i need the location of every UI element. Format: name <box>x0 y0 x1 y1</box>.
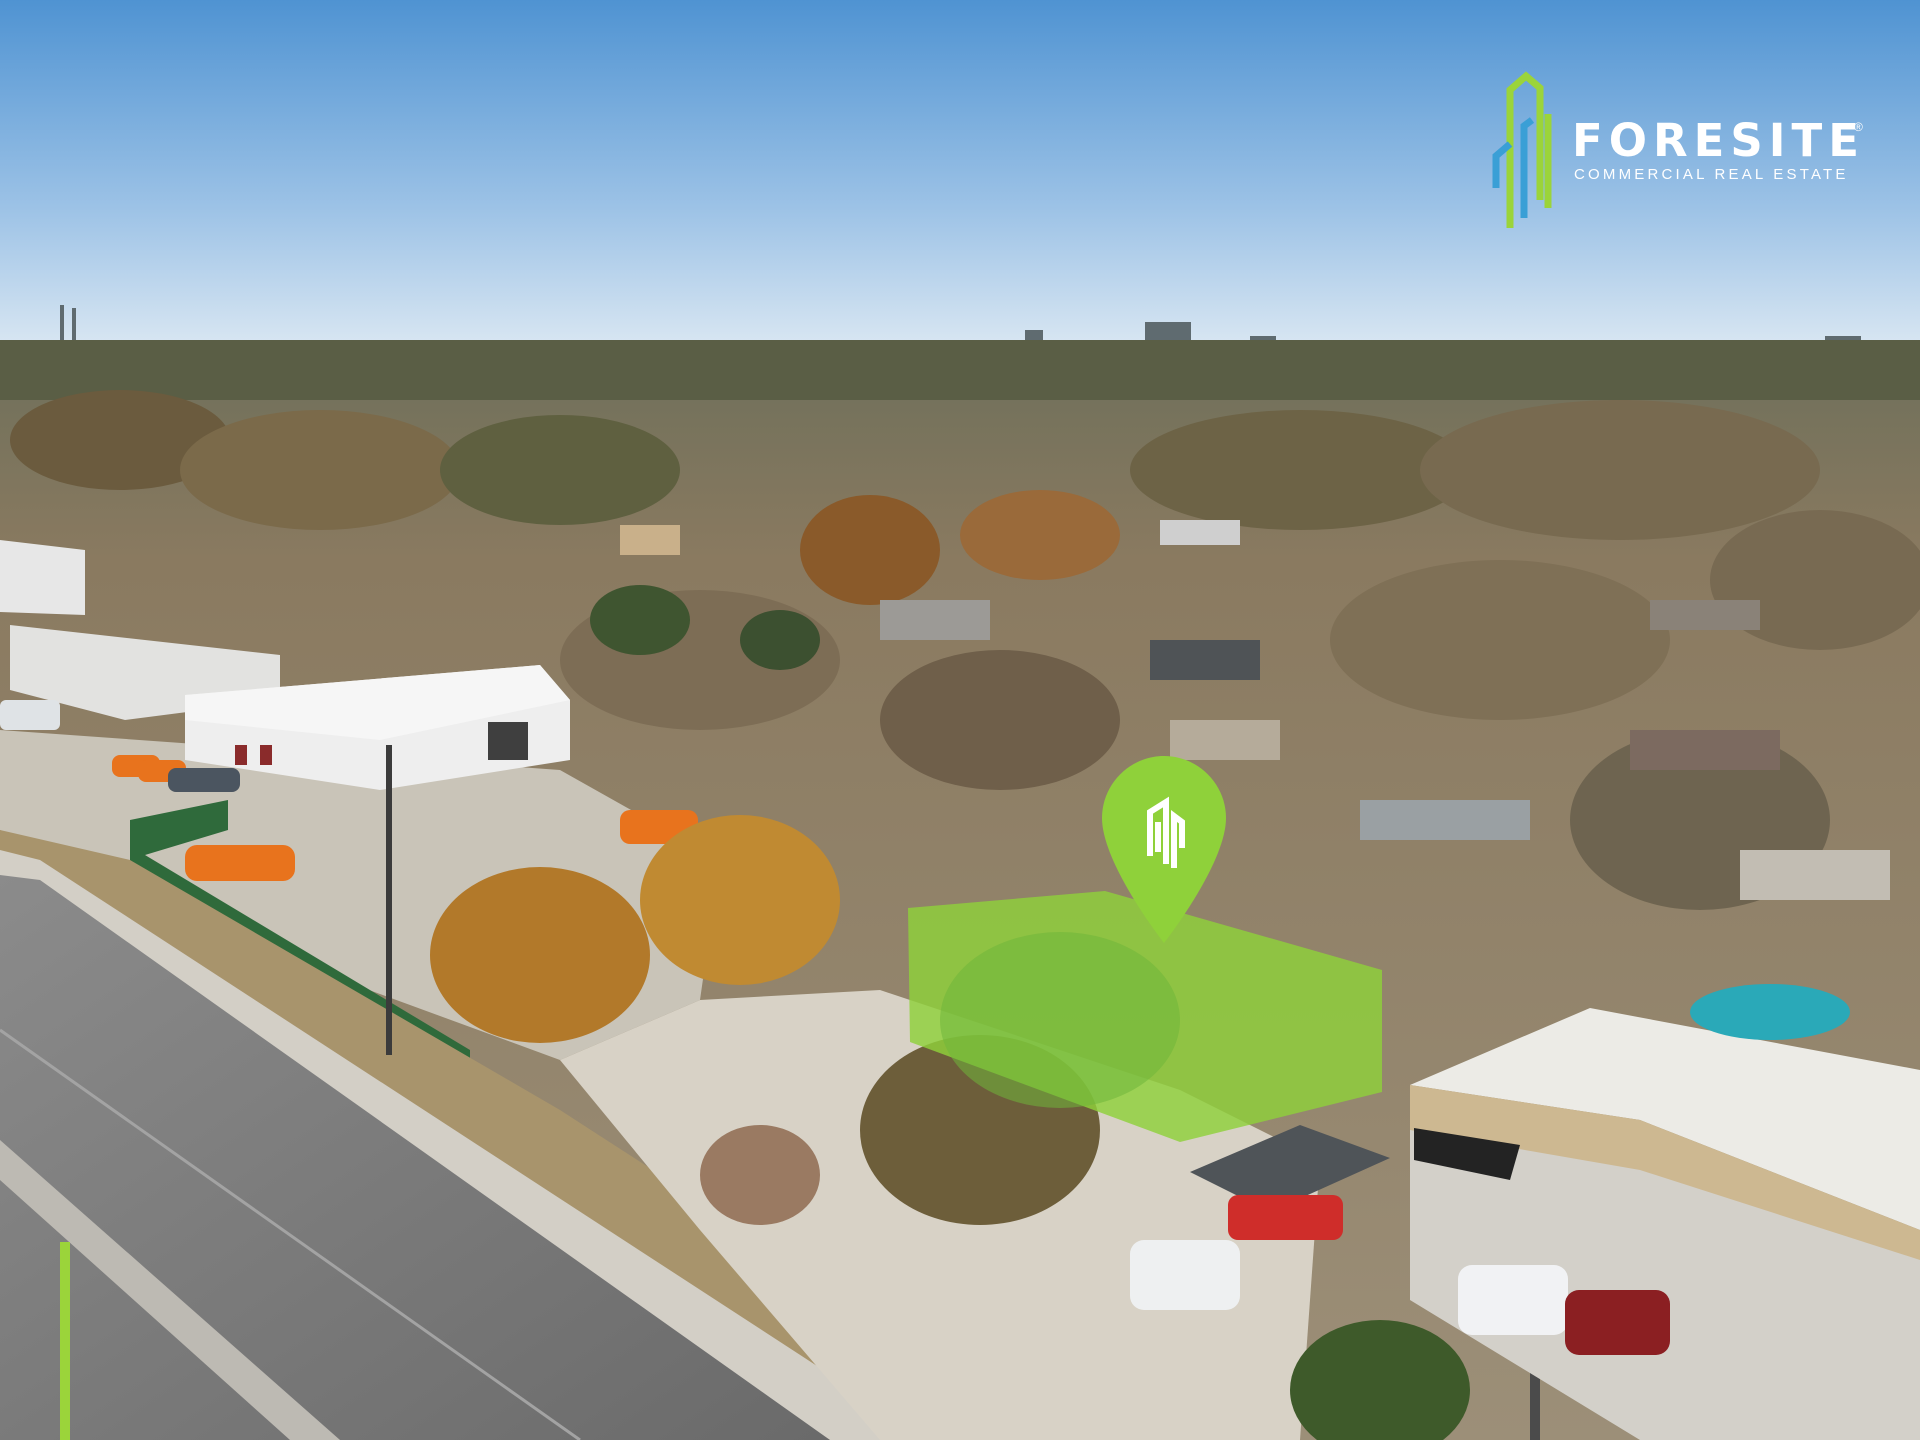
tan-metal-building <box>1410 1008 1920 1440</box>
street <box>0 875 830 1440</box>
brand-logo: FORESITE ® COMMERCIAL REAL ESTATE <box>1488 68 1863 228</box>
white-truck <box>1130 1240 1240 1310</box>
map-pin-icon <box>1102 756 1226 943</box>
utility-pole <box>386 745 392 1055</box>
tree-band-far <box>0 340 1920 400</box>
registered-mark: ® <box>1854 120 1863 134</box>
road-median <box>0 1140 340 1440</box>
sky <box>0 0 1920 345</box>
road-marking <box>0 1028 581 1440</box>
neighborhood-trees <box>10 390 1920 910</box>
red-suv <box>1565 1290 1670 1355</box>
carport <box>1190 1125 1390 1212</box>
swimming-pool <box>1690 984 1850 1040</box>
sidewalk <box>0 850 900 1440</box>
building-lines-icon <box>1492 71 1552 228</box>
houses <box>620 520 1890 900</box>
red-truck <box>1228 1195 1343 1240</box>
brand-tagline: COMMERCIAL REAL ESTATE <box>1574 166 1849 183</box>
industrial-buildings <box>0 540 570 790</box>
brand-name: FORESITE <box>1572 114 1865 167</box>
accent-bar <box>60 1242 70 1440</box>
white-suv <box>1458 1265 1568 1335</box>
tree-in-highlight <box>940 932 1180 1108</box>
